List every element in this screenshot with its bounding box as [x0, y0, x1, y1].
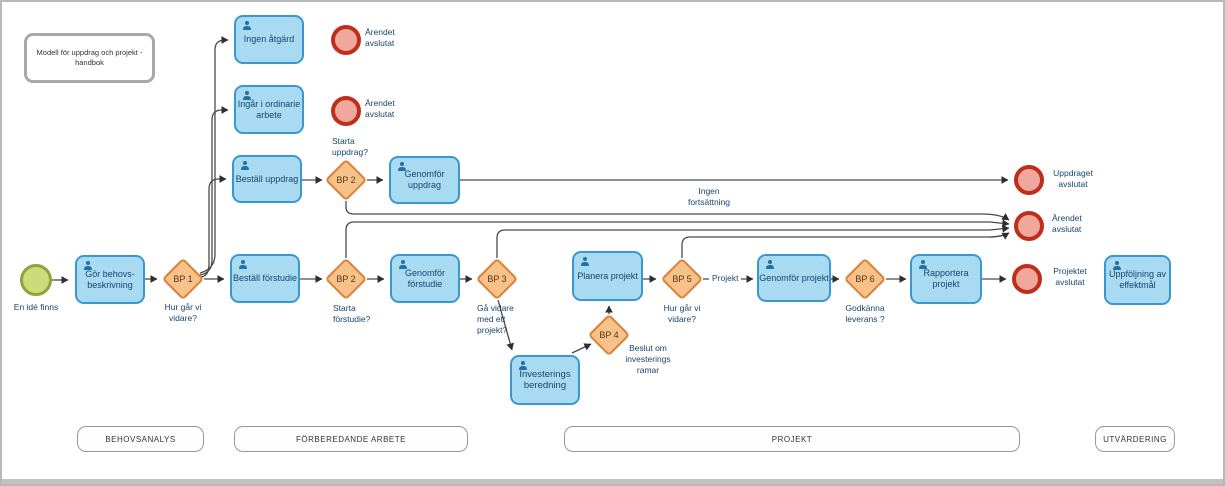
end-event-arendet-avslutat-1[interactable]: [331, 25, 361, 55]
end-event-label: Projektet avslutat: [1053, 266, 1087, 288]
task-bestall-forstudie[interactable]: Beställ förstudie: [230, 254, 300, 303]
horizontal-scrollbar[interactable]: [2, 479, 1223, 484]
lane-label: FÖRBEREDANDE ARBETE: [296, 434, 406, 444]
task-genomfor-forstudie[interactable]: Genomför förstudie: [390, 254, 460, 303]
lane-forberedande-arbete[interactable]: FÖRBEREDANDE ARBETE: [234, 426, 468, 452]
person-icon: [397, 162, 407, 171]
task-label: Ingen åtgärd: [243, 34, 295, 45]
lane-label: PROJEKT: [771, 434, 813, 444]
task-investeringsberedning[interactable]: Investerings beredning: [510, 355, 580, 405]
label-ingen-fortsattning: Ingen fortsättning: [687, 186, 731, 208]
lane-label: UTVÄRDERING: [1103, 434, 1167, 444]
start-event[interactable]: [20, 264, 52, 296]
person-icon: [580, 257, 590, 266]
person-icon: [242, 21, 252, 30]
task-label: Planera projekt: [577, 270, 638, 281]
label-starta-uppdrag: Starta uppdrag?: [332, 136, 368, 158]
task-label: Genomför förstudie: [404, 267, 446, 289]
label-ga-vidare-med-ett-projekt: Gå vidare med ett projekt?: [477, 303, 514, 336]
task-label: Investerings beredning: [519, 368, 571, 391]
gateway-label: BP 5: [672, 274, 692, 284]
end-event-label: Uppdraget avslutat: [1053, 168, 1093, 190]
task-gor-behovsbeskrivning[interactable]: Gör behovs- beskrivning: [75, 255, 145, 304]
person-icon: [1112, 261, 1122, 270]
gateway-label: BP 2: [336, 175, 356, 185]
end-event-label: Ärendet avslutat: [1052, 213, 1082, 235]
label-hur-gar-vi-vidare-2: Hur går vi vidare?: [663, 303, 701, 325]
label-hur-gar-vi-vidare-1: Hur går vi vidare?: [164, 302, 202, 324]
person-icon: [765, 260, 775, 269]
task-label: Uppföljning av effektmål: [1108, 269, 1167, 290]
task-label: Ingår i ordinarie arbete: [237, 98, 301, 120]
end-event-uppdraget-avslutat[interactable]: [1014, 165, 1044, 195]
lane-projekt[interactable]: PROJEKT: [564, 426, 1020, 452]
task-rapportera-projekt[interactable]: Rapportera projekt: [910, 254, 982, 304]
person-icon: [83, 261, 93, 270]
task-ingen-atgard[interactable]: Ingen åtgärd: [234, 15, 304, 64]
task-uppfoljning-effektmal[interactable]: Uppföljning av effektmål: [1104, 255, 1171, 305]
task-planera-projekt[interactable]: Planera projekt: [572, 251, 643, 301]
end-event-arendet-avslutat-2[interactable]: [331, 96, 361, 126]
label-projekt: Projekt: [709, 273, 742, 283]
end-event-label: Ärendet avslutat: [365, 27, 395, 49]
gateway-label: BP 2: [336, 274, 356, 284]
person-icon: [238, 260, 248, 269]
gateway-label: BP 1: [173, 274, 193, 284]
lane-utvardering[interactable]: UTVÄRDERING: [1095, 426, 1175, 452]
label-beslut-om-investeringsramar: Beslut om investerings ramar: [625, 343, 671, 376]
person-icon: [242, 91, 252, 100]
handbook-note[interactable]: Modell för uppdrag och projekt - handbok: [24, 33, 155, 83]
task-label: Genomför uppdrag: [404, 169, 445, 190]
start-event-label: En idé finns: [13, 302, 59, 312]
task-label: Gör behovs- beskrivning: [85, 268, 135, 290]
lane-label: BEHOVSANALYS: [105, 434, 176, 444]
end-event-arendet-avslutat-3[interactable]: [1014, 211, 1044, 241]
person-icon: [518, 361, 528, 370]
person-icon: [398, 260, 408, 269]
person-icon: [240, 161, 250, 170]
gateway-label: BP 6: [855, 274, 875, 284]
person-icon: [918, 260, 928, 269]
task-label: Beställ uppdrag: [235, 173, 299, 184]
label-godkanna-leverans: Godkänna leverans ?: [845, 303, 885, 325]
lane-behovsanalys[interactable]: BEHOVSANALYS: [77, 426, 204, 452]
task-genomfor-projekt[interactable]: Genomför projekt: [757, 254, 831, 302]
task-ingar-i-ordinarie-arbete[interactable]: Ingår i ordinarie arbete: [234, 85, 304, 134]
end-event-projektet-avslutat[interactable]: [1012, 264, 1042, 294]
task-label: Genomför projekt: [759, 272, 829, 283]
task-label: Beställ förstudie: [232, 273, 298, 284]
end-event-label: Ärendet avslutat: [365, 98, 395, 120]
gateway-label: BP 3: [487, 274, 507, 284]
task-label: Rapportera projekt: [923, 268, 969, 289]
task-genomfor-uppdrag[interactable]: Genomför uppdrag: [389, 156, 460, 204]
label-starta-forstudie: Starta förstudie?: [333, 303, 371, 325]
task-bestall-uppdrag[interactable]: Beställ uppdrag: [232, 155, 302, 203]
